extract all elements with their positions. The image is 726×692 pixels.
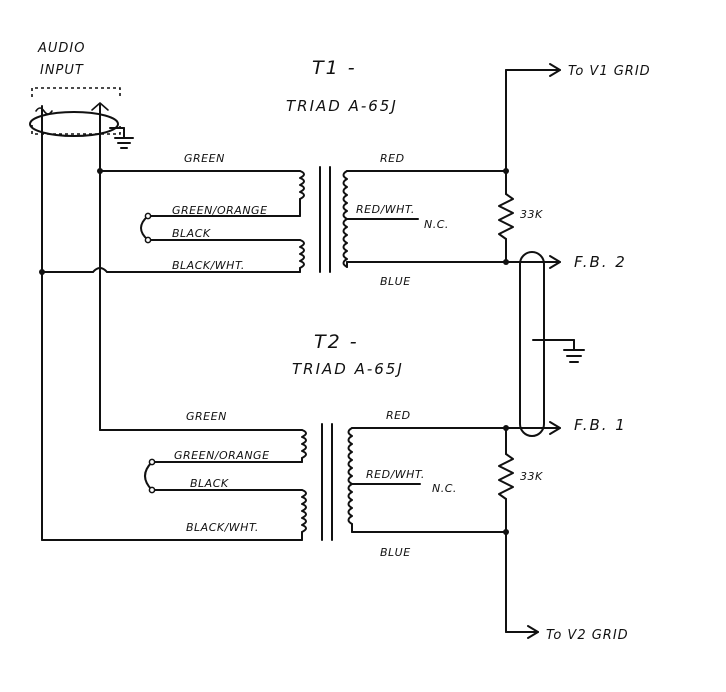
t1-blackwht-junction (39, 269, 45, 275)
t1-black-white-label: BLACK/WHT. (172, 259, 245, 272)
t2-green-label: GREEN (186, 410, 227, 423)
t1-red-white-label: RED/WHT. (356, 203, 415, 216)
t1-nc-label: N.C. (424, 218, 449, 231)
t1-blue-junction (503, 259, 509, 265)
t1-primary-wiring (41, 170, 305, 273)
feedback-shielded-cable (519, 251, 585, 437)
t1-blue-label: BLUE (380, 275, 411, 288)
t2-black-terminal (148, 486, 156, 494)
t1-designator: T1 - (312, 57, 357, 79)
t2-black-white-label: BLACK/WHT. (186, 521, 259, 534)
t2-designator: T2 - (314, 331, 359, 353)
t2-secondary-wiring (347, 421, 561, 639)
t2-model: TRIAD A-65J (292, 360, 404, 378)
t2-red-label: RED (386, 409, 411, 422)
t2-blue-junction (503, 529, 509, 535)
t2-blue-label: BLUE (380, 546, 411, 559)
t2-resistor-label: 33K (520, 470, 543, 483)
t1-red-junction (503, 168, 509, 174)
v1-grid-label: To V1 GRID (568, 64, 651, 79)
t1-core (319, 166, 331, 273)
v2-grid-label: To V2 GRID (546, 628, 629, 643)
audio-input-label-line2: INPUT (40, 63, 84, 78)
t1-secondary-wiring (342, 63, 561, 269)
t1-black-terminal (144, 236, 152, 244)
t1-greenorange-terminal (144, 212, 152, 220)
t2-core (321, 423, 333, 541)
fb1-label: F.B. 1 (574, 416, 627, 434)
t1-model: TRIAD A-65J (286, 97, 398, 115)
t1-green-orange-label: GREEN/ORANGE (172, 204, 268, 217)
t1-red-label: RED (380, 152, 405, 165)
audio-input-label-line1: AUDIO (37, 41, 86, 56)
t2-green-orange-label: GREEN/ORANGE (174, 449, 270, 462)
t1-green-junction (97, 168, 103, 174)
t2-red-white-label: RED/WHT. (366, 468, 425, 481)
t2-black-label: BLACK (190, 477, 229, 490)
t2-red-junction (503, 425, 509, 431)
t2-nc-label: N.C. (432, 482, 457, 495)
t1-resistor-label: 33K (520, 208, 543, 221)
audio-input-jack (29, 87, 134, 541)
t2-primary-wiring (41, 429, 307, 541)
t1-green-label: GREEN (184, 152, 225, 165)
t2-greenorange-terminal (148, 458, 156, 466)
fb2-label: F.B. 2 (574, 253, 627, 271)
t1-black-label: BLACK (172, 227, 211, 240)
